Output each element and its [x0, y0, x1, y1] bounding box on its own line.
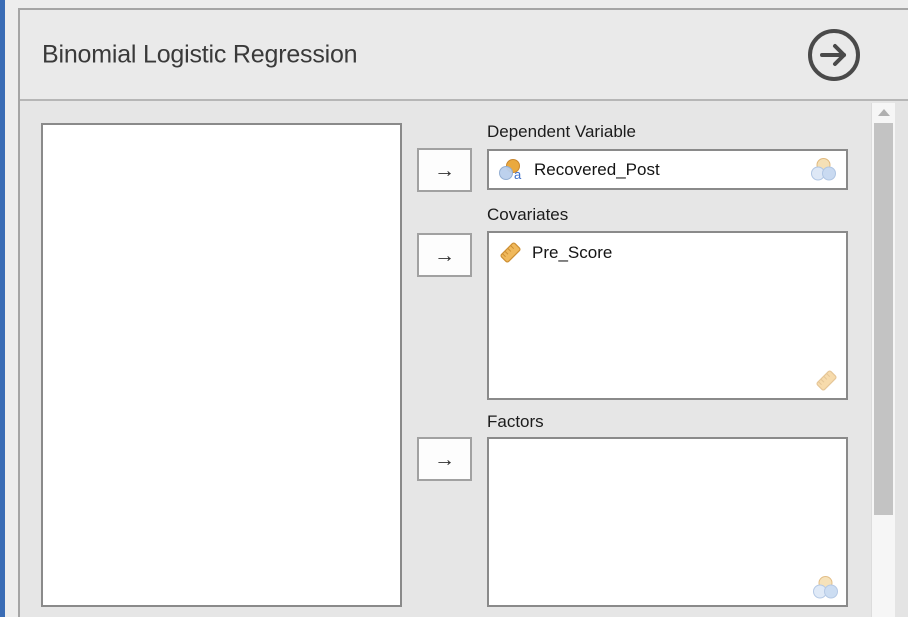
- factors-label: Factors: [487, 412, 544, 431]
- analysis-title: Binomial Logistic Regression: [42, 40, 358, 68]
- triangle-up-icon: [877, 108, 890, 116]
- header-divider: [20, 99, 908, 101]
- scale-type-icon: [816, 370, 837, 391]
- panel-accent-strip: [0, 0, 5, 617]
- dependent-variable-field[interactable]: a Recovered_Post: [487, 149, 848, 190]
- right-arrow-icon: →: [434, 243, 455, 267]
- nominal-type-icon: [813, 576, 838, 599]
- dependent-variable-value[interactable]: Recovered_Post: [534, 159, 660, 179]
- assign-factor-button[interactable]: →: [417, 437, 472, 481]
- analysis-form: Binomial Logistic Regression → → →: [18, 8, 908, 617]
- assign-dependent-button[interactable]: →: [417, 148, 472, 192]
- nominal-type-icon: [811, 158, 836, 181]
- analysis-header: Binomial Logistic Regression: [20, 10, 908, 99]
- right-arrow-icon: →: [434, 158, 455, 182]
- right-arrow-icon: →: [434, 447, 455, 471]
- svg-text:a: a: [514, 167, 522, 181]
- nominal-text-variable-icon: a: [499, 159, 522, 181]
- list-item[interactable]: Pre_Score: [489, 233, 846, 265]
- variable-assignment-area: → → → Dependent Variable a Recovered_Pos…: [20, 101, 908, 617]
- covariates-list[interactable]: Pre_Score: [487, 231, 848, 400]
- circle-arrow-right-icon: [808, 29, 860, 81]
- scale-variable-icon: [500, 242, 521, 263]
- run-analysis-button[interactable]: [806, 27, 862, 83]
- covariates-label: Covariates: [487, 205, 569, 224]
- available-variables-list[interactable]: [41, 123, 402, 607]
- scrollbar-thumb[interactable]: [874, 123, 893, 515]
- assign-covariate-button[interactable]: →: [417, 233, 472, 277]
- factors-list[interactable]: [487, 437, 848, 607]
- scroll-up-button[interactable]: [872, 103, 895, 121]
- panel-scrollbar[interactable]: [871, 103, 895, 617]
- scrollbar-gutter: [895, 101, 908, 617]
- covariate-value[interactable]: Pre_Score: [532, 242, 613, 262]
- dependent-variable-label: Dependent Variable: [487, 122, 637, 141]
